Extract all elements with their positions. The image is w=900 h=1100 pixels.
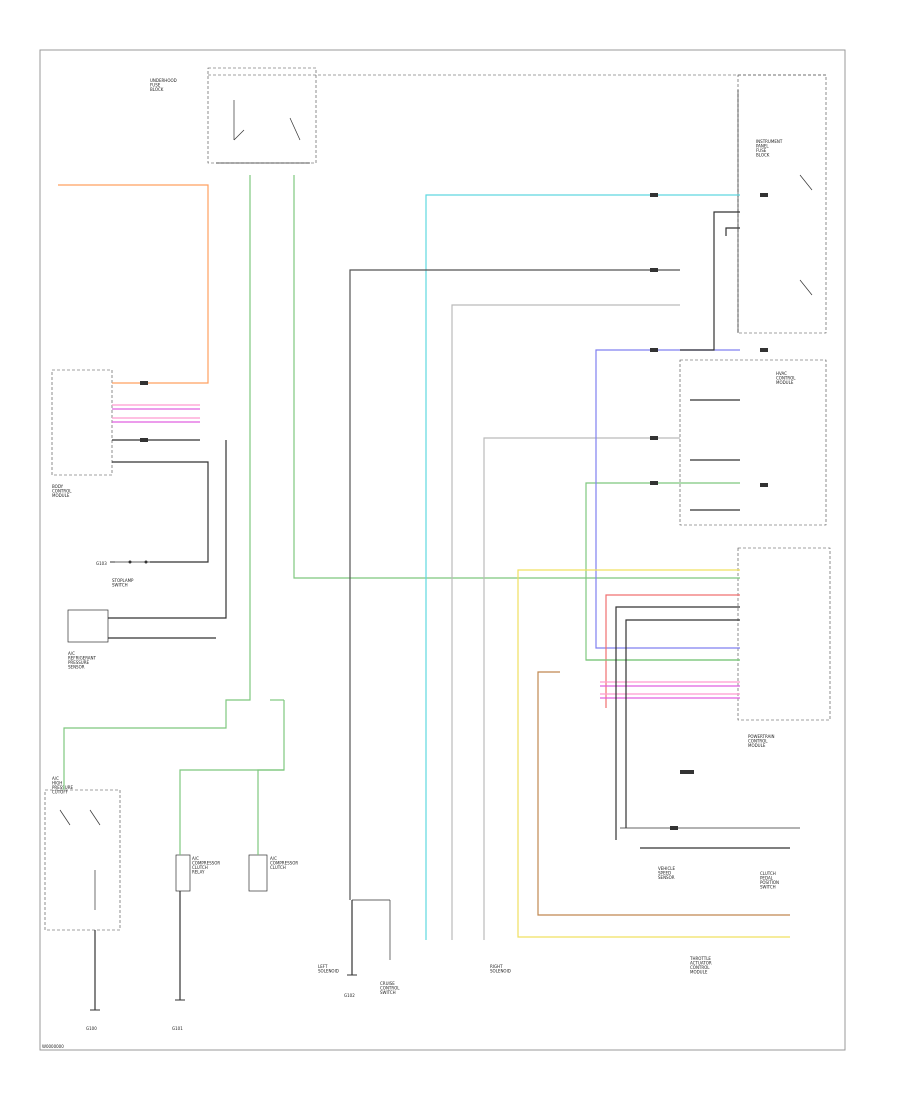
ground-g103: G103 [96, 561, 115, 566]
connector-ticks [140, 193, 768, 830]
wire-black-7 [625, 619, 740, 828]
diagram-frame [39, 49, 846, 1051]
wire-blue [595, 349, 740, 649]
wire-green-1 [63, 175, 251, 790]
wire-green-5 [257, 769, 284, 855]
page-id: W0000000 [42, 1044, 64, 1049]
wire-brown [537, 671, 790, 916]
ground-g101: G101 [172, 999, 185, 1031]
wire-black-5 [108, 440, 227, 619]
wire-light-gray-1 [451, 304, 680, 940]
wire-light-gray-2 [483, 437, 680, 940]
wire-red [605, 594, 740, 708]
svg-text:G103: G103 [96, 561, 107, 566]
svg-text:G100: G100 [86, 1026, 97, 1031]
wire-black-1 [680, 211, 740, 351]
wire-black-2 [725, 227, 740, 236]
ground-g102: G102 [344, 974, 357, 998]
wire-black-8 [615, 606, 740, 840]
wire-cyan [425, 194, 740, 940]
wire-yellow [517, 569, 790, 938]
ground-g100: G100 [86, 1009, 100, 1031]
wire-black-4 [112, 461, 209, 563]
wire-dark-gray [349, 269, 680, 900]
svg-text:G101: G101 [172, 1026, 183, 1031]
wire-green-2 [293, 175, 740, 579]
wire-orange [58, 184, 209, 384]
svg-text:G102: G102 [344, 993, 355, 998]
wire-green-3 [179, 700, 285, 855]
